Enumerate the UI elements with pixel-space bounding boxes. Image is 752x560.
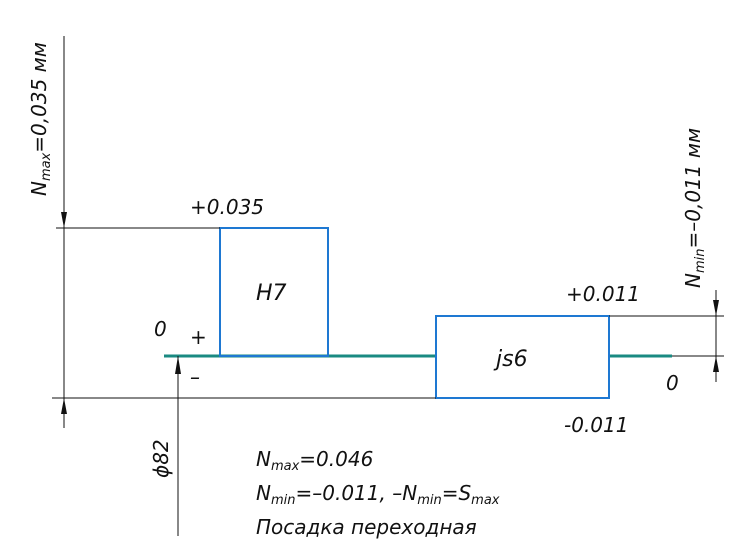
hole-tolerance-field <box>219 227 329 357</box>
note-nmax-value: =0.046 <box>299 447 373 471</box>
nmin-dim-sub: min <box>693 249 708 274</box>
arrow-down-right-top <box>713 300 719 316</box>
note-nmin: Nmin=–0.011, –Nmin=Smax <box>256 481 500 508</box>
plus-sign: + <box>190 325 207 349</box>
shaft-lower-deviation: -0.011 <box>564 413 628 437</box>
note-nmin-sub3: max <box>471 493 500 508</box>
shaft-field-label: js6 <box>493 347 528 372</box>
zero-label-right: 0 <box>666 371 679 395</box>
shaft-upper-deviation: +0.011 <box>566 282 640 306</box>
arrow-up-diameter <box>175 356 181 374</box>
note-nmin-sub1: min <box>271 493 296 508</box>
note-nmax-sub: max <box>271 459 300 474</box>
nmin-dimension-label: Nmin=–0,011 мм <box>681 128 708 288</box>
hole-upper-deviation: +0.035 <box>190 195 264 219</box>
arrow-up-left-bottom <box>61 398 67 414</box>
note-nmin-main: N <box>256 481 271 505</box>
nmin-dim-main: N <box>681 273 705 288</box>
note-nmin-mid: =–0.011, –N <box>295 481 417 505</box>
nmax-dim-sub: max <box>39 152 54 181</box>
shaft-tolerance-field <box>435 315 610 399</box>
minus-sign: – <box>190 365 200 389</box>
diameter-label: ϕ82 <box>149 439 173 478</box>
note-nmin-sub2: min <box>417 493 442 508</box>
note-nmax: Nmax=0.046 <box>256 447 373 474</box>
nmax-dim-main: N <box>27 181 51 196</box>
nmin-dim-value: =–0,011 мм <box>681 128 705 249</box>
arrow-down-left-top <box>61 212 67 228</box>
hole-field-label: H7 <box>256 281 287 306</box>
note-fit-type: Посадка переходная <box>256 515 477 539</box>
nmax-dim-value: =0,035 мм <box>27 42 51 153</box>
note-nmin-mid2: =S <box>442 481 472 505</box>
note-nmax-main: N <box>256 447 271 471</box>
nmax-dimension-label: Nmax=0,035 мм <box>27 42 54 196</box>
zero-label-left: 0 <box>154 317 167 341</box>
arrow-up-right-bottom <box>713 356 719 372</box>
